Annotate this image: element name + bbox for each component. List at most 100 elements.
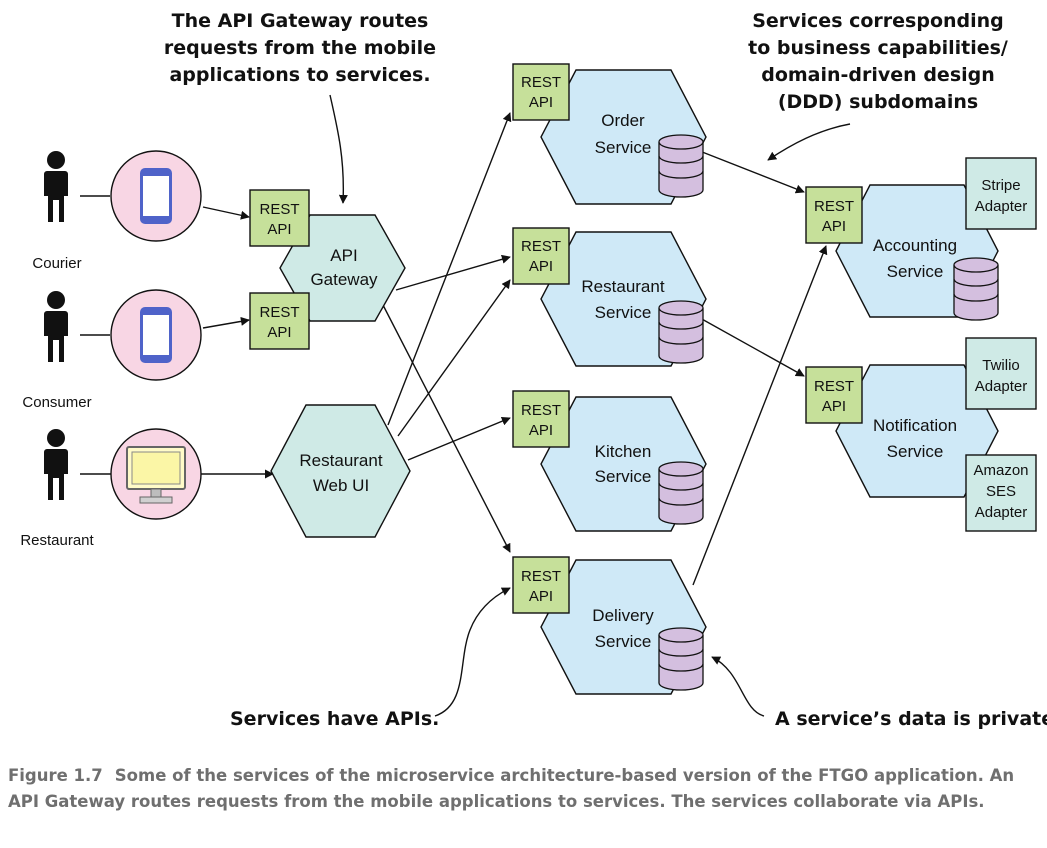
svg-text:Consumer: Consumer — [22, 394, 91, 411]
svg-text:requests from the mobile: requests from the mobile — [164, 37, 436, 59]
database-icon — [953, 257, 999, 321]
accounting-service-rest-api: REST API — [805, 186, 863, 244]
twilio-adapter: Twilio Adapter — [965, 337, 1037, 410]
svg-text:REST: REST — [521, 74, 561, 91]
person-icon — [44, 291, 68, 362]
svg-text:Restaurant: Restaurant — [581, 277, 664, 296]
svg-text:API: API — [267, 324, 291, 341]
delivery-service-rest-api: REST API — [512, 556, 570, 614]
svg-text:Restaurant: Restaurant — [20, 532, 94, 549]
svg-text:(DDD) subdomains: (DDD) subdomains — [778, 91, 978, 113]
figure-label: Figure 1.7 — [8, 766, 103, 785]
svg-text:REST: REST — [521, 238, 561, 255]
restaurant-web-ui: Restaurant Web UI — [270, 404, 411, 538]
callout-apis-arrow — [434, 587, 511, 717]
order-service-rest-api: REST API — [512, 63, 570, 121]
svg-text:REST: REST — [814, 378, 854, 395]
svg-text:Service: Service — [595, 632, 652, 651]
svg-text:Kitchen: Kitchen — [595, 442, 652, 461]
svg-text:Courier: Courier — [32, 255, 81, 272]
restaurant-service-rest-api: REST API — [512, 227, 570, 285]
svg-text:API: API — [822, 218, 846, 235]
svg-text:REST: REST — [521, 402, 561, 419]
order-service: Order Service — [540, 69, 707, 205]
restaurant-desktop-device — [110, 428, 202, 520]
svg-text:Services corresponding: Services corresponding — [752, 10, 1004, 32]
notification-service: Notification Service — [835, 364, 999, 498]
delivery-service: Delivery Service — [540, 559, 707, 695]
kitchen-service-rest-api: REST API — [512, 390, 570, 448]
figure-caption-text: Some of the services of the microservice… — [8, 766, 1015, 811]
svg-text:Service: Service — [887, 442, 944, 461]
svg-text:Adapter: Adapter — [975, 378, 1028, 395]
svg-text:to business capabilities/: to business capabilities/ — [748, 37, 1008, 59]
svg-text:API: API — [529, 94, 553, 111]
database-icon — [658, 461, 704, 525]
arrow-consumer-gateway — [202, 316, 250, 329]
callout-ddd-arrow — [767, 123, 851, 161]
svg-text:Order: Order — [601, 111, 645, 130]
svg-text:Stripe: Stripe — [981, 177, 1020, 194]
gateway-rest-api-consumer: REST API — [249, 292, 310, 350]
svg-text:Restaurant: Restaurant — [299, 451, 382, 470]
annotation-ddd-subdomains: Services corresponding to business capab… — [748, 10, 1008, 113]
svg-text:Service: Service — [887, 262, 944, 281]
svg-text:REST: REST — [814, 198, 854, 215]
svg-text:API: API — [529, 422, 553, 439]
svg-text:Adapter: Adapter — [975, 198, 1028, 215]
database-icon — [658, 627, 704, 691]
gateway-rest-api-courier: REST API — [249, 189, 310, 247]
svg-text:API: API — [822, 398, 846, 415]
svg-text:Amazon: Amazon — [973, 462, 1028, 479]
svg-text:Service: Service — [595, 467, 652, 486]
svg-text:API: API — [529, 588, 553, 605]
svg-text:Accounting: Accounting — [873, 236, 957, 255]
svg-text:Service: Service — [595, 303, 652, 322]
svg-text:The API Gateway routes: The API Gateway routes — [172, 10, 429, 32]
actor-courier: Courier — [32, 151, 82, 272]
arrow-webui-restaurant-service — [397, 279, 511, 437]
svg-text:applications to services.: applications to services. — [169, 64, 430, 86]
svg-text:API: API — [330, 246, 357, 265]
person-icon — [44, 429, 68, 500]
annotation-data-private: A service’s data is private. — [775, 708, 1047, 730]
svg-text:API: API — [529, 258, 553, 275]
annotation-services-have-apis: Services have APIs. — [230, 708, 439, 730]
svg-text:REST: REST — [521, 568, 561, 585]
svg-text:REST: REST — [259, 201, 299, 218]
database-icon — [658, 300, 704, 364]
arrow-restaurant-notification — [699, 317, 805, 377]
architecture-diagram: The API Gateway routes requests from the… — [20, 10, 1047, 730]
arrow-webui-kitchen-service — [407, 416, 511, 461]
svg-text:REST: REST — [259, 304, 299, 321]
svg-text:SES: SES — [986, 483, 1016, 500]
person-icon — [44, 151, 68, 222]
svg-text:Notification: Notification — [873, 416, 957, 435]
svg-text:Delivery: Delivery — [592, 606, 654, 625]
courier-mobile-device — [110, 150, 202, 242]
arrow-order-accounting — [691, 147, 805, 194]
arrow-delivery-accounting — [692, 245, 828, 586]
smartphone-icon — [140, 168, 172, 224]
accounting-service: Accounting Service — [835, 184, 999, 321]
arrow-gateway-restaurant-service — [395, 254, 511, 291]
annotation-gateway: The API Gateway routes requests from the… — [164, 10, 436, 86]
consumer-mobile-device — [110, 289, 202, 381]
actor-consumer: Consumer — [22, 291, 92, 411]
connectors — [80, 94, 851, 717]
svg-text:Twilio: Twilio — [982, 357, 1020, 374]
api-gateway: API Gateway — [279, 214, 406, 322]
svg-text:domain-driven design: domain-driven design — [761, 64, 995, 86]
svg-text:Gateway: Gateway — [310, 270, 378, 289]
restaurant-service: Restaurant Service — [540, 231, 707, 367]
actor-restaurant: Restaurant — [20, 429, 95, 549]
callout-data-private-arrow — [711, 656, 765, 717]
svg-text:Web UI: Web UI — [313, 476, 369, 495]
arrow-courier-gateway — [202, 206, 250, 220]
svg-text:Adapter: Adapter — [975, 504, 1028, 521]
arrow-gateway-delivery-service — [382, 304, 511, 553]
database-icon — [658, 134, 704, 198]
callout-gateway-arrow — [329, 94, 348, 204]
stripe-adapter: Stripe Adapter — [965, 157, 1037, 230]
